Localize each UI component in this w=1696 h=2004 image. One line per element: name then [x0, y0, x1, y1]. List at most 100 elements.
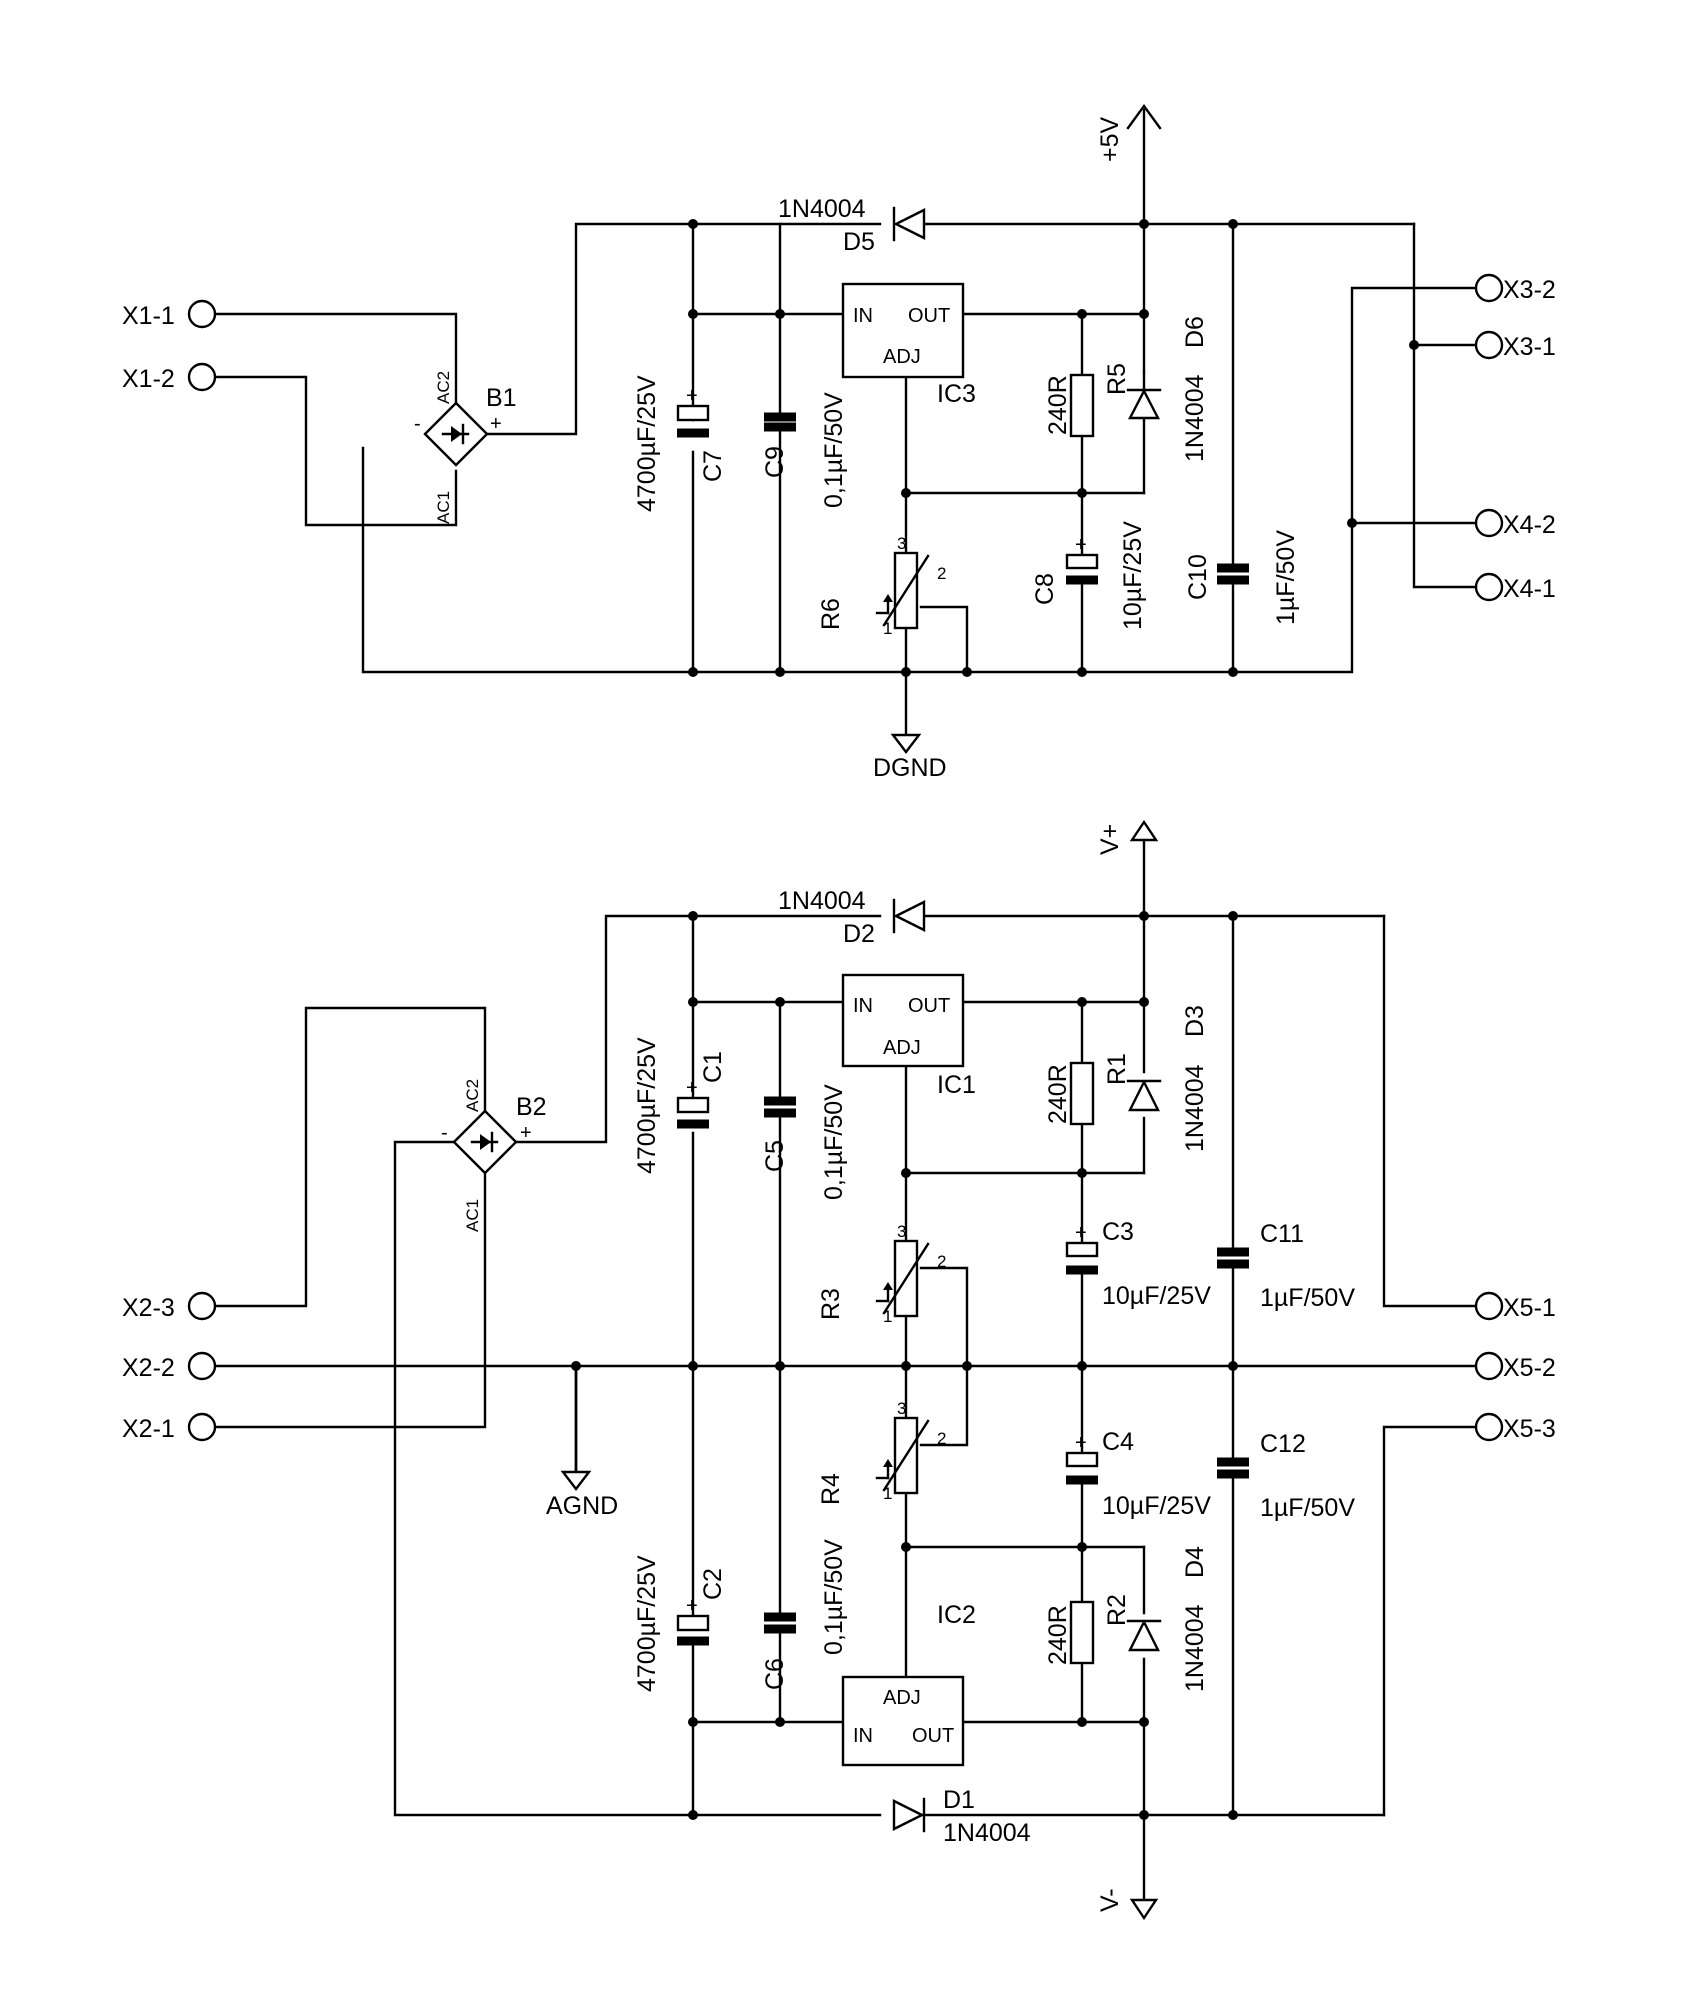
- vminus-rail: V-: [1096, 1888, 1159, 1921]
- pin-label: 3: [897, 1222, 906, 1241]
- cap-ref: C4: [1102, 1428, 1134, 1456]
- junction-dot: [775, 997, 785, 1007]
- pin-label: 1: [883, 1484, 892, 1503]
- junction-dot: [775, 1361, 785, 1371]
- cap-ref: C1: [699, 1051, 727, 1083]
- connector-x1-1[interactable]: X1-1: [122, 299, 217, 330]
- junction-dot: [901, 1542, 911, 1552]
- pin-in-label: IN: [853, 305, 873, 327]
- cap-ref: C8: [1031, 573, 1059, 605]
- bottom-wires: [214, 838, 1477, 1902]
- rail-label: V-: [1096, 1888, 1124, 1912]
- bottom-junctions: [571, 911, 1238, 1820]
- res-ref: R2: [1103, 1594, 1131, 1626]
- bridge-b2: AC2 AC1 B2 + -: [441, 1079, 547, 1232]
- junction-dot: [688, 219, 698, 229]
- junction-dot: [1077, 667, 1087, 677]
- agnd-symbol: AGND: [546, 1364, 618, 1520]
- pin-out-label: OUT: [908, 995, 950, 1017]
- pin-in-label: IN: [853, 995, 873, 1017]
- potentiometer-r4: 3 2 1 R4: [817, 1399, 946, 1505]
- capacitor-c7: + 4700µF/25V C7: [633, 375, 727, 512]
- junction-dot: [1228, 667, 1238, 677]
- connector-x5-1[interactable]: X5-1: [1474, 1291, 1556, 1322]
- pin-out-label: OUT: [912, 1725, 954, 1747]
- junction-dot: [1228, 219, 1238, 229]
- diode-d2: 1N4004 D2: [778, 887, 926, 948]
- diode-value: 1N4004: [1181, 374, 1209, 462]
- junction-dot: [901, 667, 911, 677]
- junction-dot: [688, 1361, 698, 1371]
- diode-ref: D1: [943, 1786, 975, 1814]
- cap-value: 0,1µF/50V: [820, 1539, 848, 1655]
- ic-ref: IC3: [937, 380, 976, 408]
- connector-x2-1[interactable]: X2-1: [122, 1412, 217, 1443]
- diode-ref: D3: [1181, 1005, 1209, 1037]
- cap-ref: C3: [1102, 1218, 1134, 1246]
- cap-ref: C2: [699, 1568, 727, 1600]
- junction-dot: [1077, 1542, 1087, 1552]
- connector-label: X4-2: [1503, 511, 1556, 539]
- junction-dot: [775, 1717, 785, 1727]
- dgnd-symbol: DGND: [873, 733, 947, 782]
- res-value: 240R: [1044, 375, 1072, 435]
- minus-label: -: [414, 413, 421, 435]
- capacitor-c8: + C8 10µF/25V: [1031, 521, 1147, 630]
- diode-value: 1N4004: [943, 1819, 1031, 1847]
- plus-label: +: [490, 413, 502, 435]
- pin-label: 1: [883, 619, 892, 638]
- connector-label: X1-2: [122, 365, 175, 393]
- capacitor-c5: C5 0,1µF/50V: [761, 1084, 848, 1200]
- pin-label: 2: [937, 564, 946, 583]
- diode-ref: D4: [1181, 1546, 1209, 1578]
- connector-label: X5-2: [1503, 1354, 1556, 1382]
- junction-dot: [1077, 1717, 1087, 1727]
- connector-x3-1[interactable]: X3-1: [1474, 330, 1556, 361]
- connector-x3-2[interactable]: X3-2: [1474, 273, 1556, 304]
- connector-x2-3[interactable]: X2-3: [122, 1291, 217, 1322]
- junction-dot: [1077, 1361, 1087, 1371]
- connector-x5-2[interactable]: X5-2: [1474, 1351, 1556, 1382]
- junction-dot: [688, 1810, 698, 1820]
- diode-d4: 1N4004 D4: [1126, 1546, 1209, 1692]
- cap-value: 1µF/50V: [1272, 530, 1300, 625]
- plus-label: +: [520, 1122, 532, 1144]
- junction-dot: [901, 488, 911, 498]
- capacitor-c9: C9 0,1µF/50V: [761, 392, 848, 508]
- diode-value: 1N4004: [1181, 1064, 1209, 1152]
- rail-label: V+: [1096, 824, 1124, 855]
- diode-d5: 1N4004 D5: [778, 195, 926, 256]
- diode-d1: D1 1N4004: [892, 1786, 1031, 1847]
- diode-ref: D6: [1181, 316, 1209, 348]
- diode-value: 1N4004: [778, 195, 866, 223]
- junction-dot: [688, 997, 698, 1007]
- res-value: 240R: [1044, 1064, 1072, 1124]
- res-ref: R6: [817, 598, 845, 630]
- pin-label: 3: [897, 534, 906, 553]
- cap-value: 0,1µF/50V: [820, 392, 848, 508]
- cap-ref: C9: [761, 446, 789, 478]
- connector-x1-2[interactable]: X1-2: [122, 362, 217, 393]
- capacitor-c4: + C4 10µF/25V: [1065, 1428, 1211, 1520]
- regulator-ic1: IN OUT ADJ IC1: [841, 973, 976, 1099]
- plus5-rail: +5V: [1096, 103, 1162, 162]
- connector-x5-3[interactable]: X5-3: [1474, 1412, 1556, 1443]
- junction-dot: [901, 1361, 911, 1371]
- junction-dot: [1139, 1810, 1149, 1820]
- pin-adj-label: ADJ: [883, 1687, 921, 1709]
- capacitor-c3: + C3 10µF/25V: [1065, 1218, 1211, 1310]
- diode-value: 1N4004: [778, 887, 866, 915]
- connector-label: X5-1: [1503, 1294, 1556, 1322]
- res-ref: R5: [1103, 363, 1131, 395]
- polarity-plus: +: [1075, 1432, 1087, 1454]
- connector-label: X2-2: [122, 1354, 175, 1382]
- connector-x4-1[interactable]: X4-1: [1474, 572, 1556, 603]
- potentiometer-r3: 3 2 1 R3: [817, 1222, 946, 1326]
- connector-x2-2[interactable]: X2-2: [122, 1351, 217, 1382]
- pin-out-label: OUT: [908, 305, 950, 327]
- junction-dot: [1409, 340, 1419, 350]
- junction-dot: [1139, 1717, 1149, 1727]
- connector-x4-2[interactable]: X4-2: [1474, 508, 1556, 539]
- res-ref: R4: [817, 1473, 845, 1505]
